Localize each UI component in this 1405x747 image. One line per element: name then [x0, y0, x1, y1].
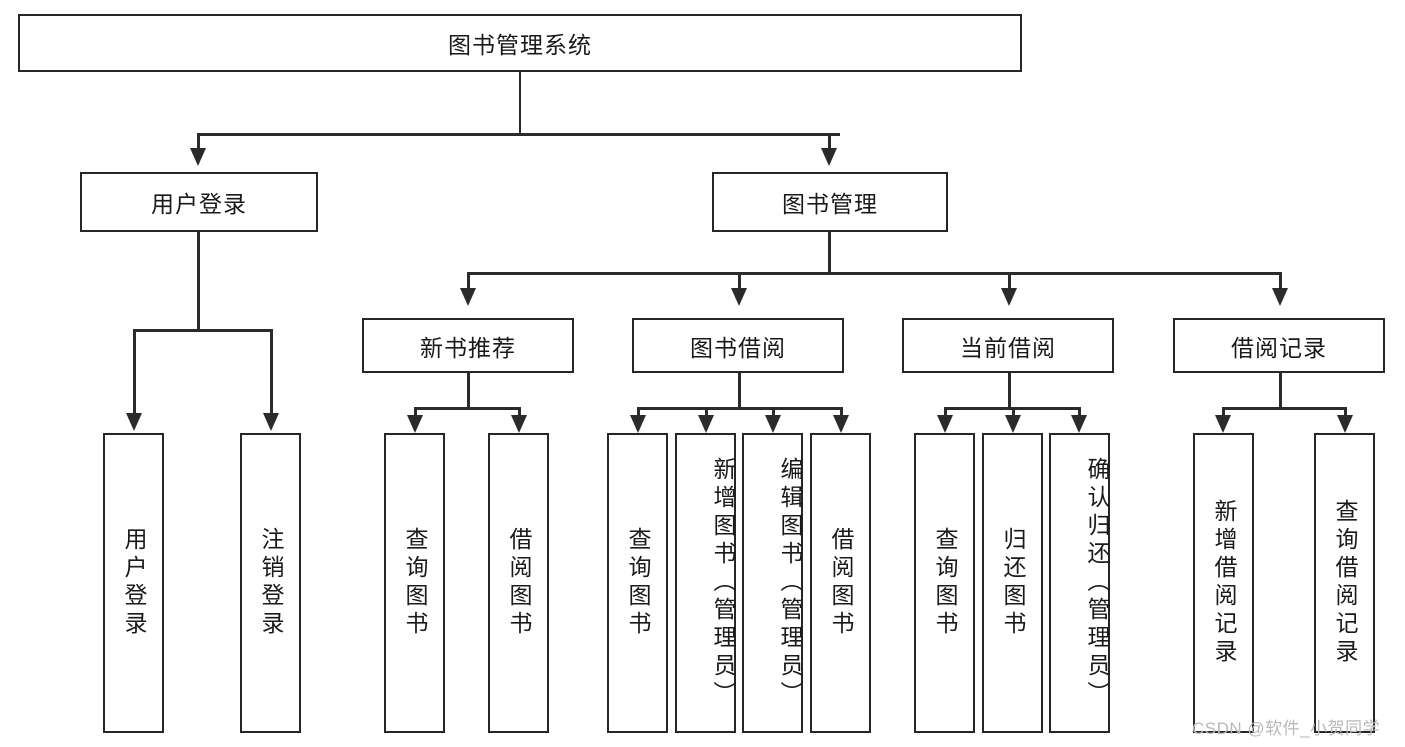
node-label: 新增图书（管理员）	[710, 457, 736, 709]
connector-book-borrow-bus	[637, 407, 842, 410]
leaf-logout[interactable]: 注销登录	[240, 433, 301, 733]
leaf-borrow-book-nbr[interactable]: 借阅图书	[488, 433, 549, 733]
connector-new-book-rec-drop-2	[518, 407, 521, 418]
node-label: 图书管理	[782, 191, 878, 217]
node-label: 借阅图书	[506, 527, 532, 639]
connector-current-borrow-bus	[944, 407, 1078, 410]
connector-borrow-record-drop-1	[1222, 407, 1225, 418]
arrowhead-nbr-leaf-2	[511, 415, 527, 433]
arrowhead-book-management	[821, 148, 837, 166]
connector-to-borrow-record	[1279, 272, 1282, 290]
node-current-borrow[interactable]: 当前借阅	[902, 318, 1114, 373]
connector-book-borrow-drop-1	[637, 407, 640, 418]
arrowhead-cb-leaf-2	[1005, 415, 1021, 433]
connector-current-borrow-drop-1	[944, 407, 947, 418]
connector-to-current-borrow	[1008, 272, 1011, 290]
node-label: 图书借阅	[690, 334, 786, 361]
connector-book-borrow-stem	[738, 373, 741, 409]
arrowhead-bb-leaf-2	[698, 415, 714, 433]
leaf-return-book[interactable]: 归还图书	[982, 433, 1043, 733]
node-label: 借阅记录	[1231, 334, 1327, 361]
arrowhead-br-leaf-2	[1337, 415, 1353, 433]
connector-to-new-book-rec	[467, 272, 470, 290]
arrowhead-cb-leaf-1	[937, 415, 953, 433]
node-label: 用户登录	[151, 191, 247, 217]
leaf-edit-book-admin[interactable]: 编辑图书（管理员）	[742, 433, 803, 733]
node-label: 新书推荐	[420, 334, 516, 361]
arrowhead-bb-leaf-3	[765, 415, 781, 433]
connector-user-login-stem	[197, 232, 200, 331]
csdn-watermark: CSDN @软件_小贺同学	[1192, 719, 1381, 738]
arrowhead-bb-leaf-1	[630, 415, 646, 433]
connector-to-book-borrow	[738, 272, 741, 290]
node-label: 查询图书	[932, 527, 958, 639]
connector-book-borrow-drop-3	[772, 407, 775, 418]
connector-new-book-rec-stem	[467, 373, 470, 409]
leaf-confirm-return-admin[interactable]: 确认归还（管理员）	[1049, 433, 1110, 733]
leaf-query-book-cb[interactable]: 查询图书	[914, 433, 975, 733]
node-label: 确认归还（管理员）	[1084, 457, 1110, 709]
arrowhead-new-book-rec	[460, 288, 476, 306]
connector-root-bus	[197, 133, 840, 136]
connector-borrow-record-bus	[1222, 407, 1346, 410]
arrowhead-borrow-record	[1272, 288, 1288, 306]
node-label: 查询图书	[402, 527, 428, 639]
arrowhead-cb-leaf-3	[1071, 415, 1087, 433]
node-label: 查询图书	[625, 527, 651, 639]
connector-user-login-drop-2	[270, 329, 273, 415]
arrowhead-book-borrow	[731, 288, 747, 306]
connector-root-stem	[518, 72, 521, 135]
connector-user-login-bus	[133, 329, 272, 332]
connector-user-login-drop-1	[133, 329, 136, 415]
node-new-book-recommendation[interactable]: 新书推荐	[362, 318, 574, 373]
node-borrow-record[interactable]: 借阅记录	[1173, 318, 1385, 373]
connector-current-borrow-drop-3	[1078, 407, 1081, 418]
connector-new-book-rec-drop-1	[414, 407, 417, 418]
node-label: 用户登录	[121, 527, 147, 639]
arrowhead-leaf-user-login	[126, 413, 142, 431]
node-root-book-management-system[interactable]: 图书管理系统	[18, 14, 1022, 72]
connector-book-management-stem	[828, 232, 831, 274]
connector-new-book-rec-bus	[414, 407, 520, 410]
arrowhead-user-login	[190, 148, 206, 166]
connector-root-to-book-management	[828, 133, 831, 150]
node-label: 查询借阅记录	[1332, 499, 1358, 667]
node-label: 图书管理系统	[448, 32, 592, 58]
leaf-query-book-nbr[interactable]: 查询图书	[384, 433, 445, 733]
arrowhead-leaf-logout	[263, 413, 279, 431]
leaf-user-login[interactable]: 用户登录	[103, 433, 164, 733]
connector-level3-bus	[467, 272, 1279, 275]
arrowhead-current-borrow	[1001, 288, 1017, 306]
leaf-query-borrow-record[interactable]: 查询借阅记录	[1314, 433, 1375, 733]
connector-root-to-user-login	[197, 133, 200, 150]
node-label: 编辑图书（管理员）	[777, 457, 803, 709]
arrowhead-nbr-leaf-1	[407, 415, 423, 433]
arrowhead-br-leaf-1	[1215, 415, 1231, 433]
node-label: 当前借阅	[960, 334, 1056, 361]
node-label: 新增借阅记录	[1211, 499, 1237, 667]
node-book-borrow[interactable]: 图书借阅	[632, 318, 844, 373]
node-label: 注销登录	[258, 527, 284, 639]
leaf-borrow-book-bb[interactable]: 借阅图书	[810, 433, 871, 733]
connector-current-borrow-stem	[1008, 373, 1011, 409]
leaf-add-book-admin[interactable]: 新增图书（管理员）	[675, 433, 736, 733]
connector-borrow-record-stem	[1279, 373, 1282, 409]
node-book-management[interactable]: 图书管理	[712, 172, 948, 232]
connector-borrow-record-drop-2	[1344, 407, 1347, 418]
connector-book-borrow-drop-4	[840, 407, 843, 418]
connector-book-borrow-drop-2	[705, 407, 708, 418]
node-label: 归还图书	[1000, 527, 1026, 639]
arrowhead-bb-leaf-4	[833, 415, 849, 433]
connector-current-borrow-drop-2	[1012, 407, 1015, 418]
leaf-query-book-bb[interactable]: 查询图书	[607, 433, 668, 733]
node-user-login[interactable]: 用户登录	[80, 172, 318, 232]
node-label: 借阅图书	[828, 527, 854, 639]
leaf-add-borrow-record[interactable]: 新增借阅记录	[1193, 433, 1254, 733]
